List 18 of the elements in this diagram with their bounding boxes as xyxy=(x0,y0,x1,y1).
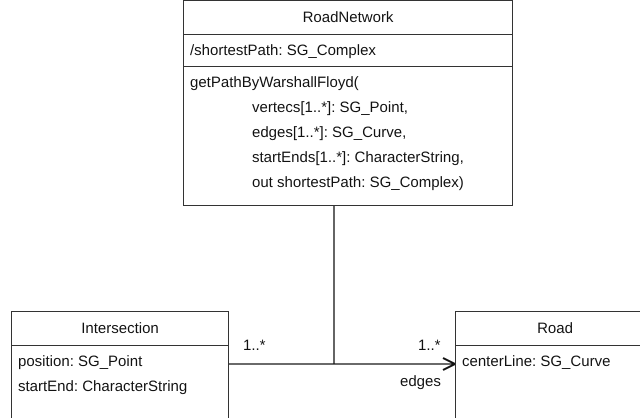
attribute-text: position: SG_Point xyxy=(18,352,144,372)
attribute-text: /shortestPath: SG_Complex xyxy=(190,41,377,61)
association-line xyxy=(333,206,335,364)
operation-text: vertecs[1..*]: SG_Point, xyxy=(251,98,409,118)
class-box xyxy=(455,311,640,418)
operation-text: getPathByWarshallFloyd( xyxy=(190,73,360,93)
attribute-text: startEnd: CharacterString xyxy=(18,377,188,397)
operation-text: startEnds[1..*]: CharacterString, xyxy=(251,148,465,168)
class-box xyxy=(183,0,513,206)
operation-text: edges[1..*]: SG_Curve, xyxy=(251,123,408,143)
class-name: RoadNetwork xyxy=(302,9,394,27)
attribute-text: centerLine: SG_Curve xyxy=(462,352,612,372)
association-arrow xyxy=(229,357,456,371)
class-name: Intersection xyxy=(80,320,160,338)
class-box xyxy=(11,311,229,418)
class-name: Road xyxy=(536,320,574,338)
role-label: edges xyxy=(400,374,441,390)
operation-text: out shortestPath: SG_Complex) xyxy=(251,173,465,193)
